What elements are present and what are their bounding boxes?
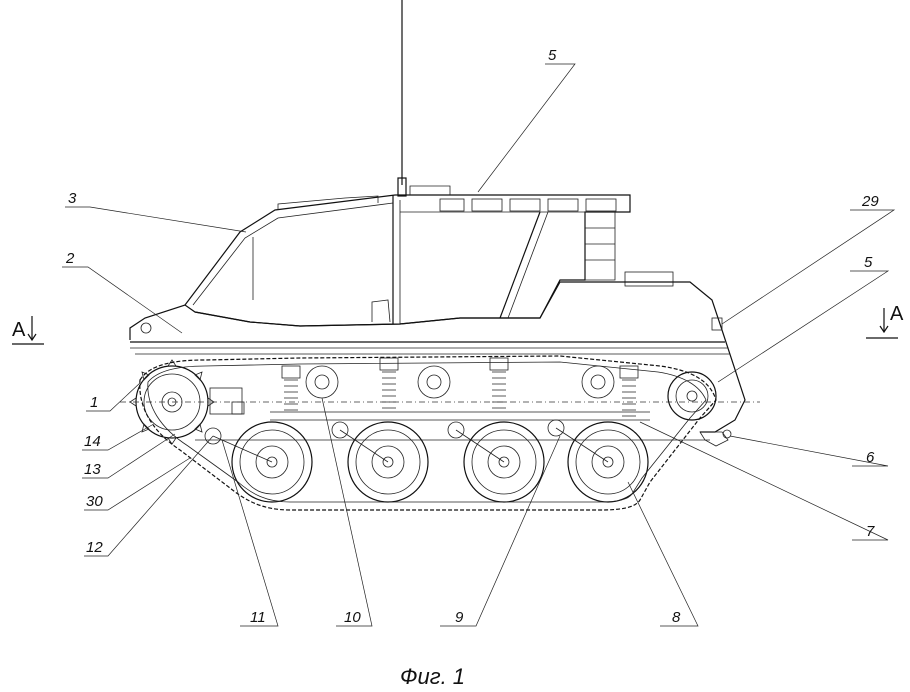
suspension-springs <box>281 357 639 417</box>
track <box>139 355 717 511</box>
section-mark-right: А <box>866 303 904 339</box>
callout-8: 8 <box>672 609 681 626</box>
callout-7: 7 <box>866 523 875 540</box>
callout-2: 2 <box>65 250 75 267</box>
leader-lines <box>62 63 896 627</box>
callout-6: 6 <box>866 449 875 466</box>
callout-3: 3 <box>68 190 77 207</box>
callout-4: 5 <box>548 47 557 64</box>
support-rollers <box>305 365 615 399</box>
callout-30: 30 <box>86 493 103 510</box>
hull <box>129 281 746 447</box>
rear-idler <box>667 371 717 421</box>
callout-11: 11 <box>250 609 266 626</box>
callout-1: 1 <box>90 394 98 411</box>
callout-9: 9 <box>455 609 464 626</box>
suspension-arms <box>204 419 609 463</box>
callout-29: 29 <box>861 193 879 210</box>
section-label-left: А <box>12 319 26 341</box>
figure-caption: Фиг. 1 <box>400 664 465 689</box>
cabin <box>184 185 674 327</box>
antenna <box>397 0 407 197</box>
callout-13: 13 <box>84 461 101 478</box>
callout-5: 5 <box>864 254 873 271</box>
road-wheel <box>231 421 313 503</box>
road-wheels <box>231 421 649 503</box>
section-mark-left: А <box>12 316 44 345</box>
callout-14: 14 <box>84 433 101 450</box>
callout-10: 10 <box>344 609 361 626</box>
callout-12: 12 <box>86 539 103 556</box>
section-label-right: А <box>890 303 904 325</box>
callout-numbers: 5 3 2 1 14 13 30 12 11 10 9 8 7 6 5 29 <box>65 47 879 626</box>
